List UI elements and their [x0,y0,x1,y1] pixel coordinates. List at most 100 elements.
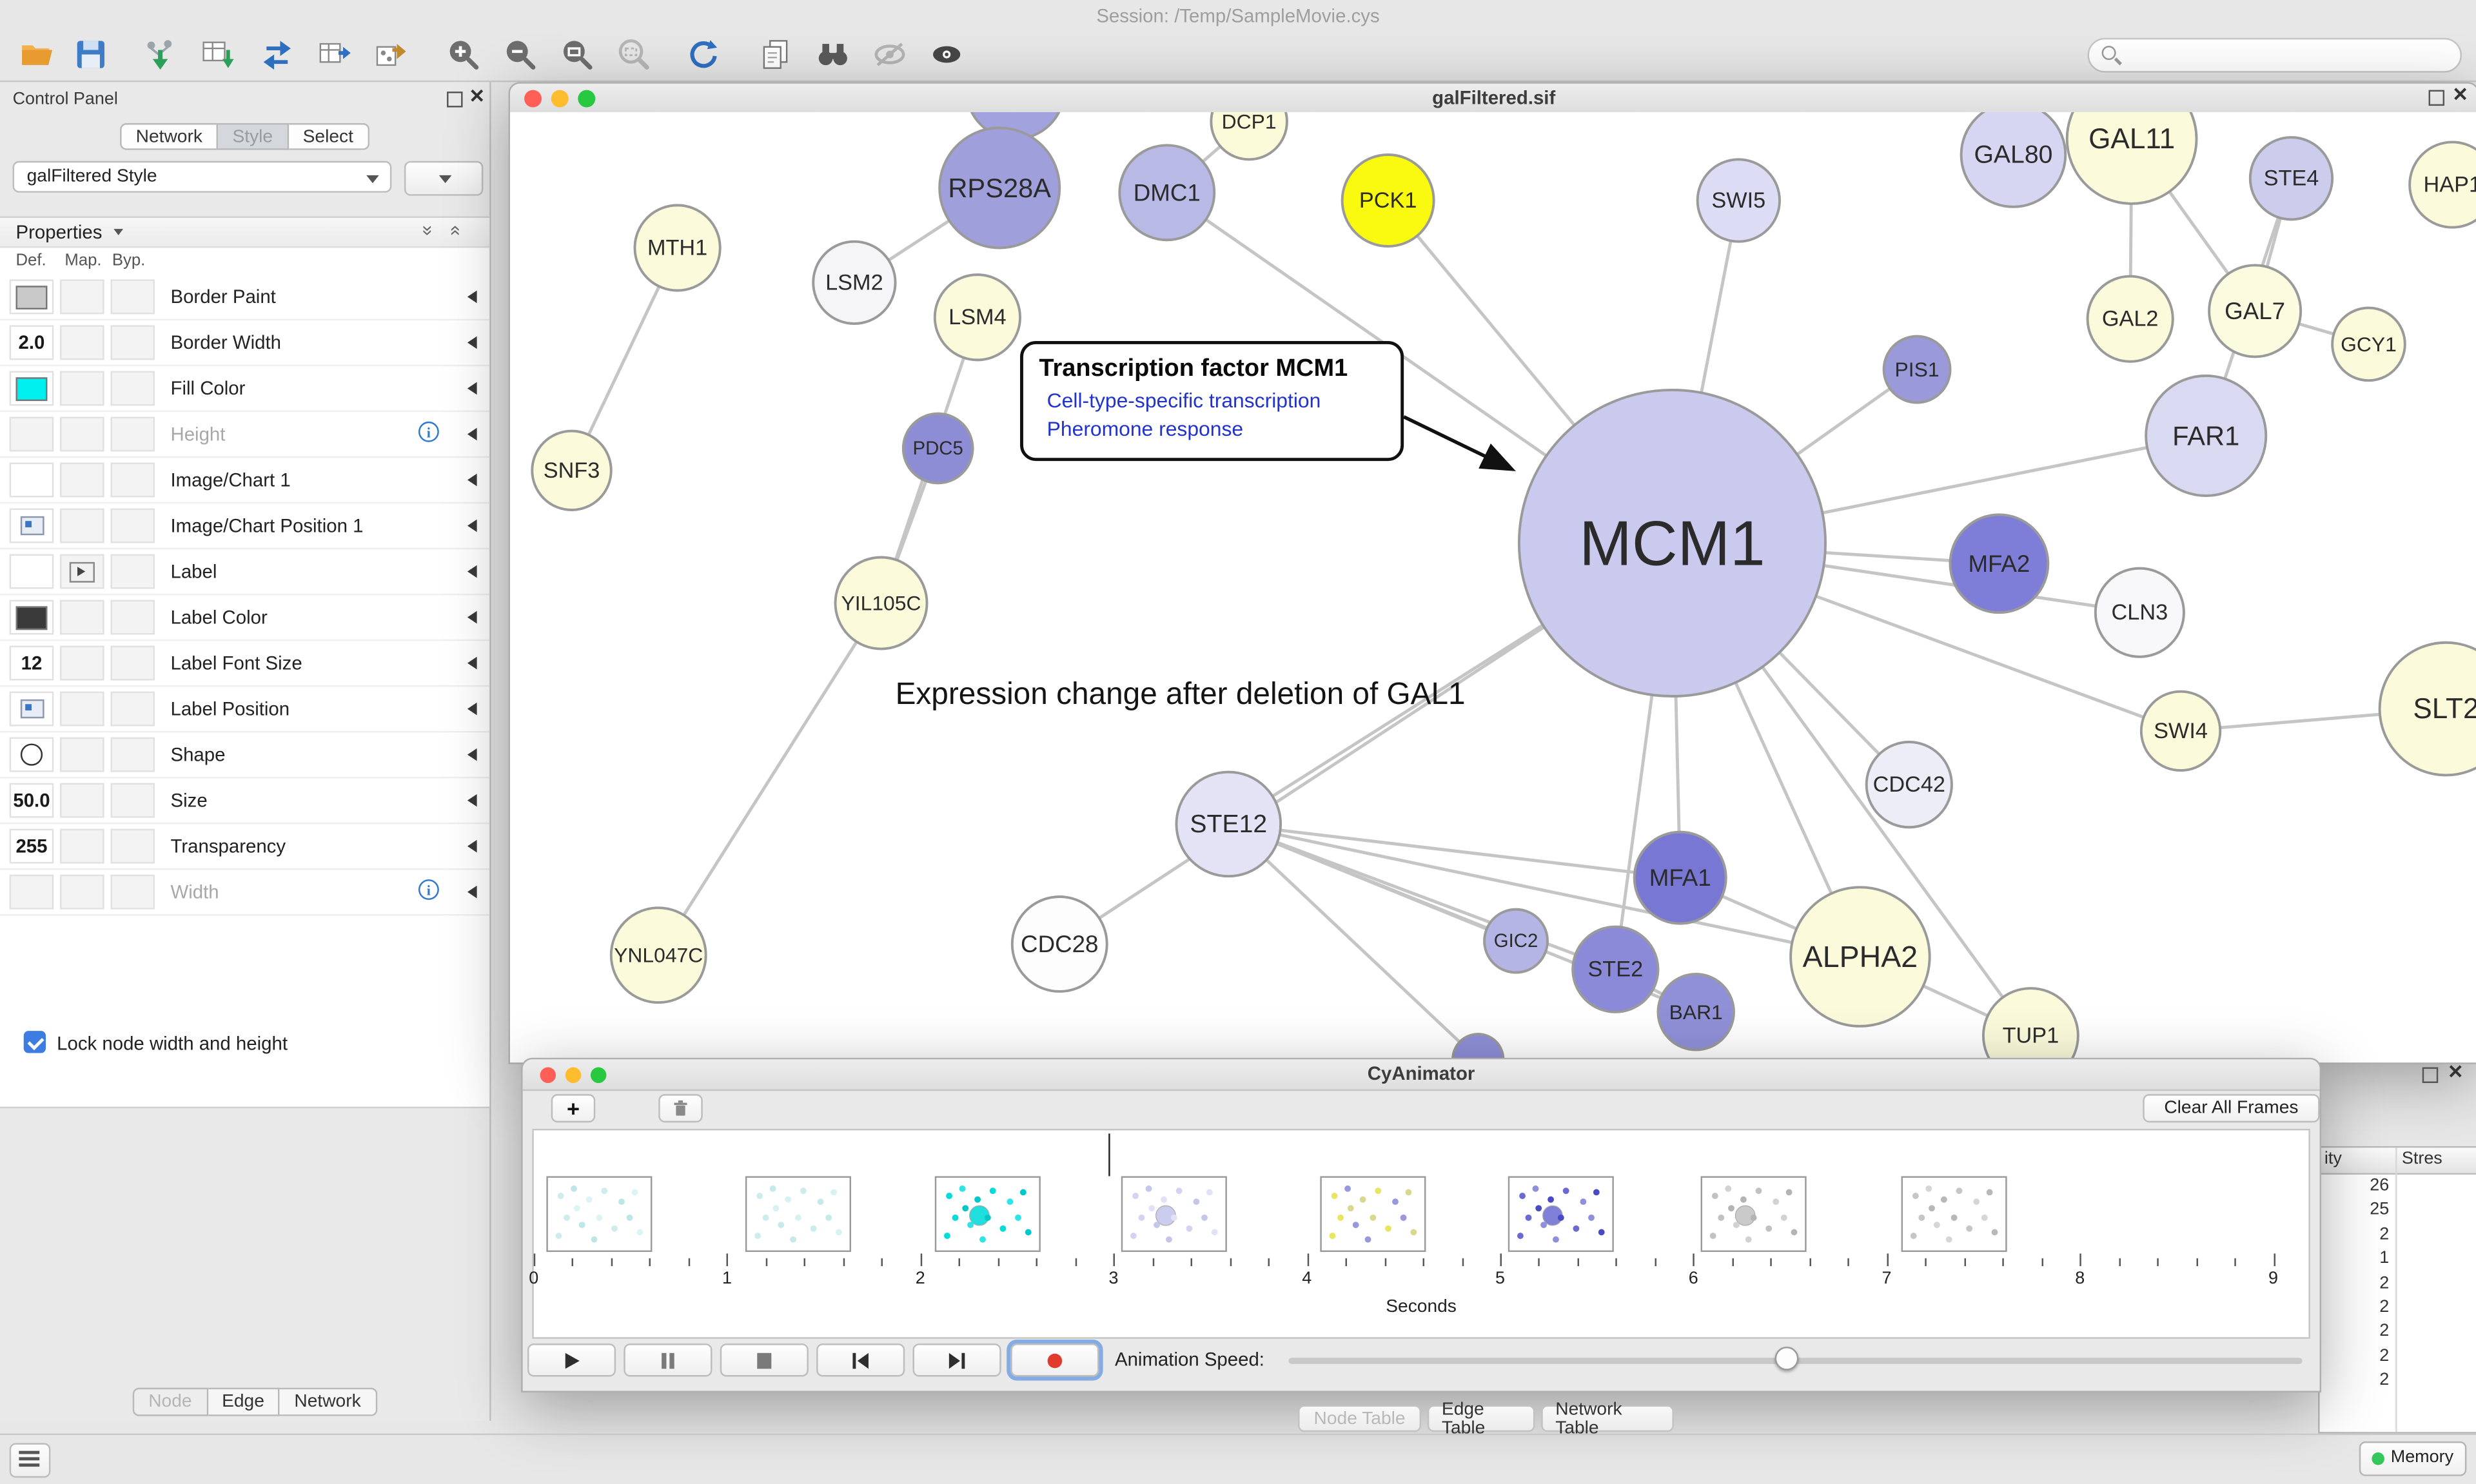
frame-thumbnail-3[interactable] [934,1176,1041,1253]
annotation-box[interactable]: Transcription factor MCM1 Cell-type-spec… [1020,340,1404,462]
mapping-cell[interactable] [60,371,104,406]
timeline-playhead[interactable] [1107,1133,1110,1176]
cyanimator-titlebar[interactable]: CyAnimator [522,1059,2320,1091]
network-node-GAL11[interactable]: GAL11 [2065,112,2198,205]
network-node-GIC2[interactable]: GIC2 [1483,908,1549,974]
network-node-LSM4[interactable]: LSM4 [933,273,1022,362]
tab-style[interactable]: Style [218,123,289,150]
export-table-icon[interactable] [313,33,354,74]
expand-row-icon[interactable] [467,610,477,624]
bypass-cell[interactable] [110,508,155,543]
float-window-icon[interactable] [2428,90,2445,106]
network-node-YIL105C[interactable]: YIL105C [834,556,928,650]
skip-to-start-button[interactable] [816,1343,905,1377]
network-node-PCK1[interactable]: PCK1 [1341,153,1435,248]
import-network-icon[interactable] [139,33,181,74]
zoom-window-icon[interactable] [590,1067,607,1084]
animation-speed-handle[interactable] [1774,1346,1799,1371]
mapping-cell[interactable] [60,783,104,818]
frame-thumbnail-1[interactable] [546,1176,653,1253]
stop-button[interactable] [720,1343,809,1377]
network-node-PDC5[interactable]: PDC5 [901,412,974,485]
default-value-cell[interactable] [9,554,54,589]
network-node-SNF3[interactable]: SNF3 [531,429,613,511]
style-tab-node[interactable]: Node [132,1387,208,1416]
save-session-icon[interactable] [70,33,111,74]
annotation-link[interactable]: Pheromone response [1046,416,1244,441]
default-value-cell[interactable]: 50.0 [9,783,54,818]
mapping-cell[interactable] [60,462,104,498]
bypass-cell[interactable] [110,828,155,864]
network-node-GAL7[interactable]: GAL7 [2208,264,2303,358]
property-row-fill-color[interactable]: Fill Color [0,366,490,413]
network-node-STE12[interactable]: STE12 [1175,770,1282,878]
network-node-FAR1[interactable]: FAR1 [2145,374,2268,497]
property-row-border-paint[interactable]: Border Paint [0,275,490,321]
search-input[interactable] [2123,41,2446,70]
minimize-window-icon[interactable] [565,1067,582,1084]
play-button[interactable] [527,1343,616,1377]
hide-selected-icon[interactable] [869,33,910,74]
refresh-layout-icon[interactable] [682,33,723,74]
network-node-BAR1[interactable]: BAR1 [1656,973,1735,1051]
network-node-LSM2[interactable]: LSM2 [812,240,897,326]
copy-icon[interactable] [755,33,796,74]
expand-row-icon[interactable] [467,427,477,441]
find-icon[interactable] [812,33,853,74]
bypass-cell[interactable] [110,737,155,772]
network-edge-STE12-MFA1[interactable] [1228,822,1681,880]
bypass-cell[interactable] [110,783,155,818]
bypass-cell[interactable] [110,554,155,589]
tab-network-table[interactable]: Network Table [1541,1400,1674,1438]
info-icon[interactable]: i [418,421,439,442]
property-row-label-position[interactable]: Label Position [0,687,490,733]
results-row[interactable]: 2 [2379,1371,2390,1390]
default-value-cell[interactable] [9,371,54,406]
skip-to-end-button[interactable] [912,1343,1001,1377]
mapping-cell[interactable] [60,874,104,910]
property-row-label-color[interactable]: Label Color [0,595,490,641]
collapse-all-icon[interactable]: » [417,225,440,236]
mapping-cell[interactable] [60,416,104,452]
default-value-cell[interactable] [9,416,54,452]
bypass-cell[interactable] [110,371,155,406]
zoom-out-icon[interactable] [499,33,540,74]
results-row[interactable]: 2 [2379,1298,2390,1317]
default-value-cell[interactable] [9,508,54,543]
expand-row-icon[interactable] [467,839,477,853]
network-edge-YNL047C-YIL105C[interactable] [657,602,883,956]
close-window-icon[interactable] [524,90,542,108]
network-node-SWI4[interactable]: SWI4 [2139,690,2222,772]
network-node-DCP1[interactable]: DCP1 [1210,112,1288,161]
property-row-image-chart-position-1[interactable]: Image/Chart Position 1 [0,503,490,550]
expand-row-icon[interactable] [467,290,477,304]
close-window-icon[interactable] [540,1067,556,1084]
network-node-SWI5[interactable]: SWI5 [1696,158,1781,243]
zoom-window-icon[interactable] [578,90,596,108]
network-node-MFA2[interactable]: MFA2 [1949,513,2050,614]
network-node-DMC1[interactable]: DMC1 [1118,144,1216,242]
zoom-selected-icon[interactable] [613,33,654,74]
mapping-cell[interactable] [60,645,104,681]
network-node-MFA1[interactable]: MFA1 [1633,830,1727,925]
network-node-RPS28A[interactable]: RPS28A [938,126,1061,249]
tab-network[interactable]: Network [120,123,219,150]
network-node-GCY1[interactable]: GCY1 [2331,306,2406,382]
bypass-cell[interactable] [110,874,155,910]
results-row[interactable]: 2 [2379,1346,2390,1365]
network-window-titlebar[interactable]: galFiltered.sif ✕ [510,83,2476,114]
frame-thumbnail-7[interactable] [1700,1176,1807,1253]
property-row-label[interactable]: Label [0,549,490,596]
network-node-CDC28[interactable]: CDC28 [1010,895,1108,993]
import-table-icon[interactable] [196,33,237,74]
mapping-cell[interactable] [60,554,104,589]
bypass-cell[interactable] [110,645,155,681]
expand-row-icon[interactable] [467,473,477,487]
network-node-PIS1[interactable]: PIS1 [1882,335,1952,404]
style-options-button[interactable] [404,161,484,196]
